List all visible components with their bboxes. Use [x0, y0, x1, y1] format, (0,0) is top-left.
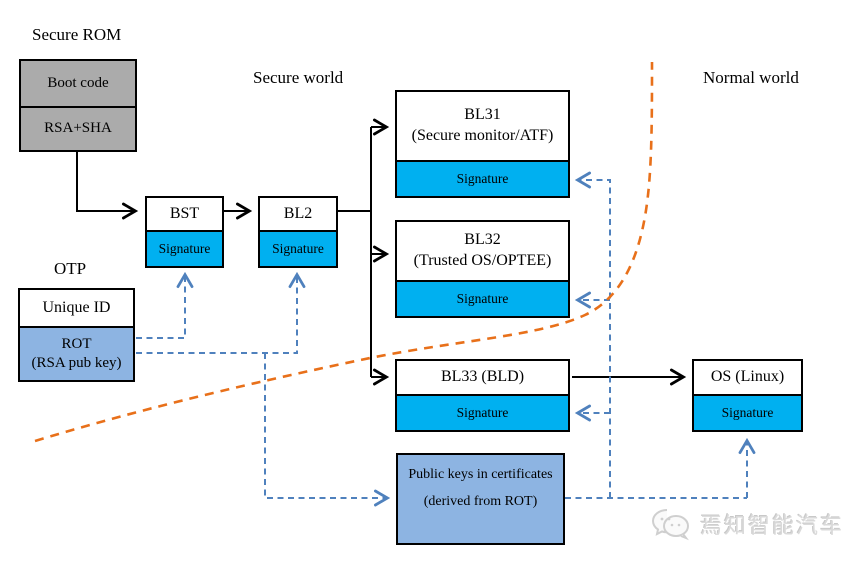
arrow-rom-to-bst: [76, 152, 139, 220]
bl33-title: BL33 (BLD): [440, 368, 525, 386]
bl31-title: BL31 (Secure monitor/ATF): [397, 92, 568, 160]
bst-title: BST: [169, 204, 200, 222]
bl33-signature: Signature: [397, 394, 568, 430]
verify-rot-to-public-keys: [264, 353, 391, 507]
watermark: 焉知智能汽车: [650, 506, 844, 542]
os-title: OS (Linux): [710, 368, 785, 386]
secure-rom-label: Secure ROM: [32, 25, 122, 44]
os-box: OS (Linux) Signature: [692, 359, 803, 432]
unique-id-cell: Unique ID: [42, 298, 111, 316]
rot-line1: ROT: [61, 335, 92, 352]
bst-box: BST Signature: [145, 196, 224, 268]
watermark-text: 焉知智能汽车: [700, 513, 845, 538]
bl32-title-line2: (Trusted OS/OPTEE): [413, 252, 552, 269]
otp-label: OTP: [54, 259, 87, 278]
world-boundary-curve: [34, 61, 654, 443]
public-keys-text: Public keys in certificates (derived fro…: [398, 455, 563, 515]
boot-code-cell: Boot code: [21, 61, 135, 106]
secure-rom-box: Boot code RSA+SHA: [19, 59, 137, 152]
rot-line2: (RSA pub key): [31, 355, 122, 371]
verify-certs-to-bl31-signature: [574, 171, 611, 498]
bl31-title-line1: BL31: [464, 106, 501, 124]
bl32-title-line1: BL32: [464, 231, 501, 249]
bl32-box: BL32 (Trusted OS/OPTEE) Signature: [395, 220, 570, 318]
bst-signature: Signature: [147, 230, 222, 266]
bl33-box: BL33 (BLD) Signature: [395, 359, 570, 432]
bl2-title: BL2: [283, 204, 313, 222]
secure-world-label: Secure world: [253, 68, 344, 87]
rot-cell: ROT (RSA pub key): [20, 326, 133, 380]
public-keys-line1: Public keys in certificates: [408, 467, 553, 482]
public-keys-box: Public keys in certificates (derived fro…: [396, 453, 565, 545]
bl31-title-line2: (Secure monitor/ATF): [411, 127, 554, 144]
bl2-box: BL2 Signature: [258, 196, 338, 268]
bl31-signature: Signature: [397, 160, 568, 196]
bl32-signature: Signature: [397, 280, 568, 316]
bl2-signature: Signature: [260, 230, 336, 266]
public-keys-line2: (derived from ROT): [423, 494, 538, 509]
wechat-logo-icon: [651, 509, 689, 541]
bl31-box: BL31 (Secure monitor/ATF) Signature: [395, 90, 570, 198]
otp-box: Unique ID ROT (RSA pub key): [18, 288, 135, 382]
rsa-sha-cell: RSA+SHA: [21, 106, 135, 150]
verify-rot-to-bst-signature: [136, 271, 194, 339]
verify-rot-to-bl2-signature: [136, 271, 306, 354]
normal-world-label: Normal world: [703, 68, 799, 87]
os-signature: Signature: [694, 394, 801, 430]
bl32-title: BL32 (Trusted OS/OPTEE): [397, 222, 568, 280]
